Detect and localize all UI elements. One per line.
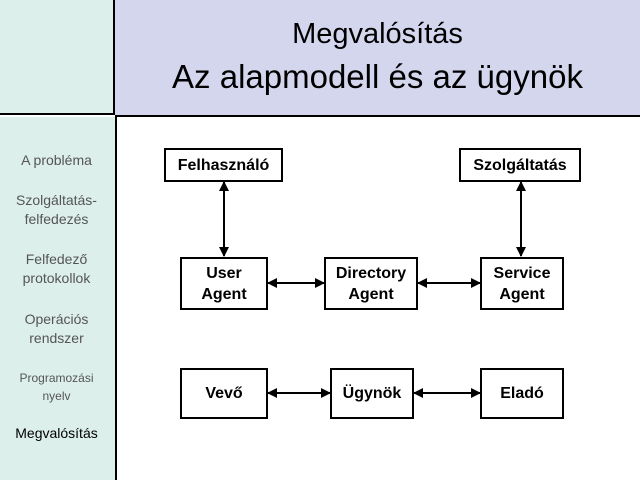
node-ugynok: Ügynök: [330, 368, 414, 419]
sidebar-item-problema[interactable]: A probléma: [21, 152, 92, 168]
sidebar-item-felfedezo-protokollok[interactable]: Felfedező protokollok: [22, 251, 91, 286]
sidebar: A probléma Szolgáltatás- felfedezés Felf…: [0, 117, 117, 480]
node-directory-agent: Directory Agent: [324, 257, 418, 310]
node-service-agent: Service Agent: [480, 257, 564, 310]
node-felhasznalo: Felhasználó: [164, 148, 283, 182]
node-vevo: Vevő: [180, 368, 268, 419]
sidebar-item-megvalositas[interactable]: Megvalósítás: [15, 425, 98, 441]
node-user-agent: User Agent: [180, 257, 268, 310]
slide-title: Az alapmodell és az ügynök: [172, 58, 583, 95]
sidebar-item-szolgaltatas-felfedezes[interactable]: Szolgáltatás- felfedezés: [16, 192, 97, 227]
slide-subtitle: Megvalósítás: [292, 18, 463, 50]
sidebar-item-operacios-rendszer[interactable]: Operációs rendszer: [24, 311, 89, 346]
slide-header: Megvalósítás Az alapmodell és az ügynök: [115, 0, 640, 117]
node-elado: Eladó: [480, 368, 564, 419]
corner-panel: [0, 0, 115, 115]
node-szolgaltatas: Szolgáltatás: [459, 148, 581, 182]
sidebar-item-programozasi-nyelv[interactable]: Programozási nyelv: [19, 371, 94, 403]
